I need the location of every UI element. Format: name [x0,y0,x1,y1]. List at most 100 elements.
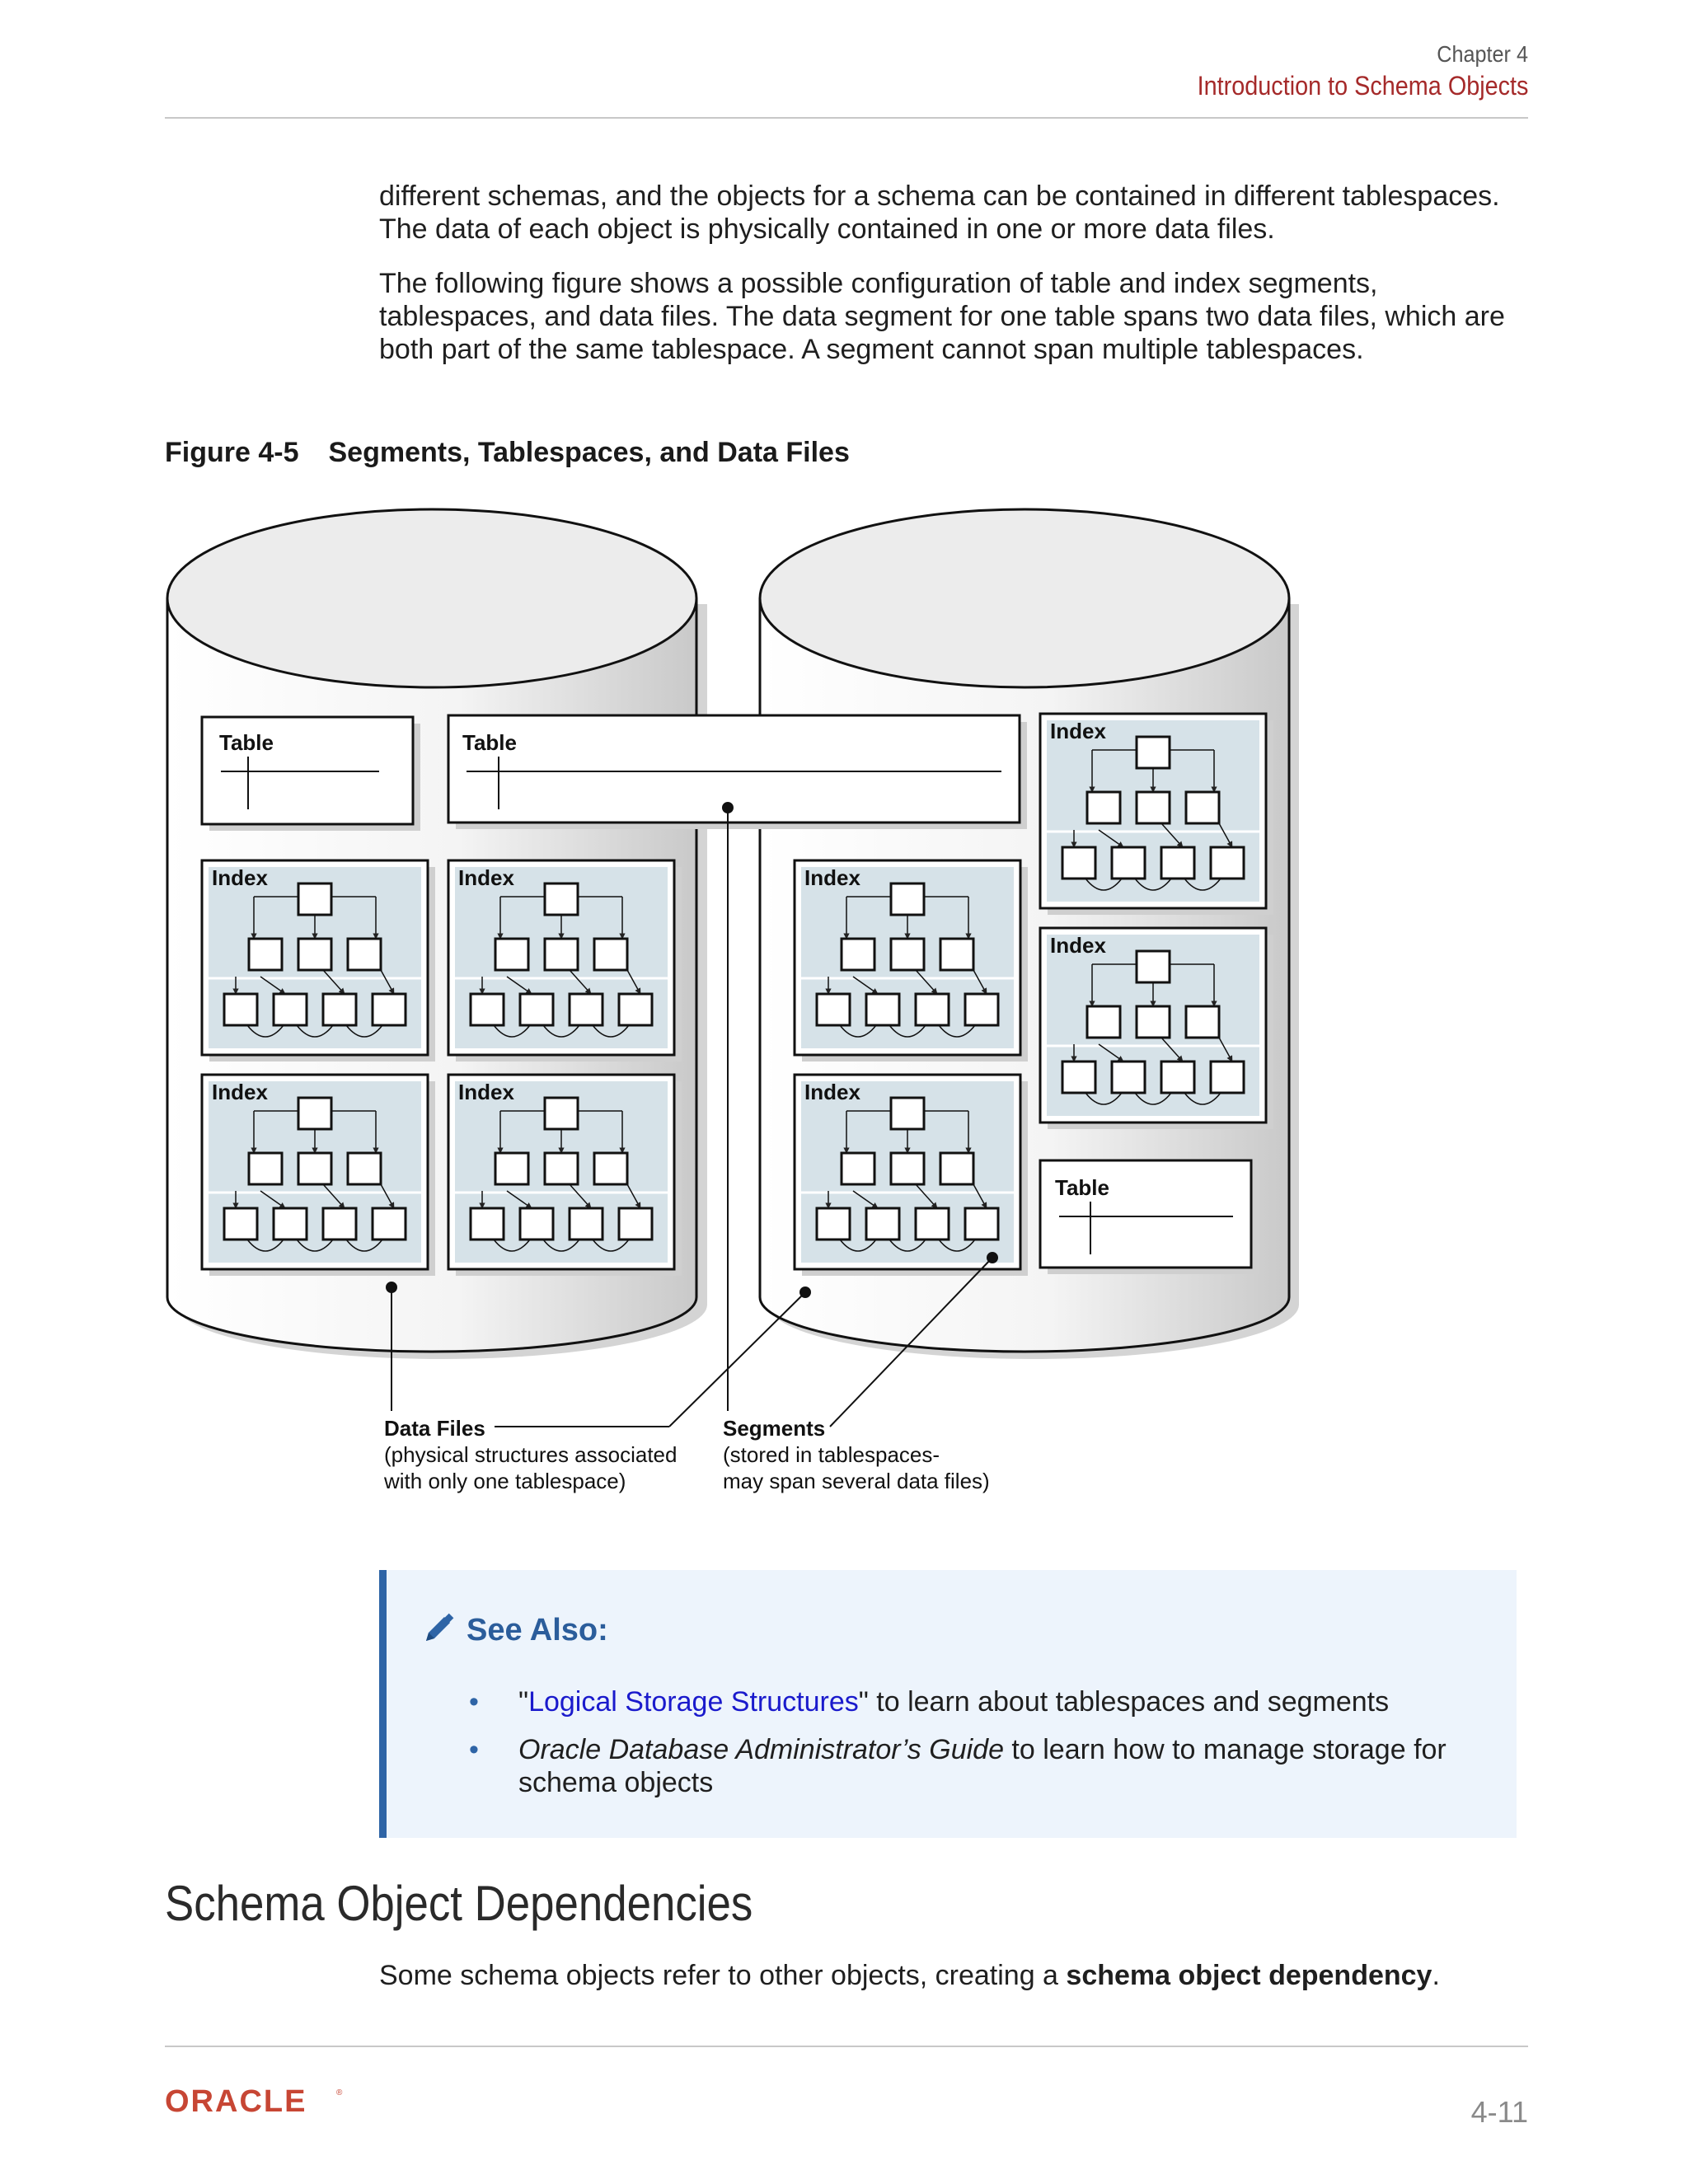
section-heading: Schema Object Dependencies [165,1876,753,1931]
bullet-icon: • [469,1686,479,1718]
svg-text:(stored in tablespaces-: (stored in tablespaces- [723,1442,940,1467]
index-root-node [1135,735,1171,770]
index-branch-node [247,1151,284,1186]
index-leaf-node [371,992,407,1027]
figure-number: Figure 4-5 [165,437,299,468]
list-item: • "Logical Storage Structures" to learn … [469,1686,1390,1718]
segments-callout-label: Segments (stored in tablespaces- may spa… [723,1416,990,1493]
index-leaf-node [865,992,901,1027]
svg-text:with only one tablespace): with only one tablespace) [383,1469,626,1493]
index-leaf-node [914,1207,950,1241]
index-leaf-node [223,1207,259,1241]
index-leaf-node [914,992,950,1027]
logical-storage-link[interactable]: Logical Storage Structures [528,1686,859,1718]
table-label: Table [219,730,274,755]
index-branch-node [297,1151,333,1186]
index-segment: Index [793,859,1028,1062]
section-paragraph: Some schema objects refer to other objec… [379,1960,1440,1991]
index-leaf-node [321,1207,358,1241]
index-root-node [543,1096,579,1131]
svg-text:ORACLE: ORACLE [165,2085,307,2118]
index-branch-node [889,1151,926,1186]
index-root-node [297,882,333,916]
list-item: • Oracle Database Administrator’s Guide … [469,1734,1447,1798]
svg-text:Segments: Segments [723,1416,825,1441]
index-leaf-node [1160,1060,1196,1094]
index-root-node [543,882,579,916]
page-number: 4-11 [1470,2095,1528,2129]
index-label: Index [804,865,860,890]
index-root-node [1135,949,1171,984]
table-segment-spanning: Table [447,714,1027,829]
index-label: Index [458,1080,514,1104]
index-label: Index [1050,719,1106,743]
svg-text:(physical structures associate: (physical structures associated [384,1442,677,1467]
index-root-node [889,1096,926,1131]
index-leaf-node [469,1207,505,1241]
index-leaf-node [617,1207,654,1241]
index-leaf-node [223,992,259,1027]
index-leaf-node [1209,846,1245,880]
index-leaf-node [865,1207,901,1241]
index-segment: Index [447,859,682,1062]
index-root-node [297,1096,333,1131]
table-segment-right: Table [1039,1159,1259,1274]
index-leaf-node [518,992,555,1027]
index-branch-node [494,1151,530,1186]
header-divider [165,117,1528,119]
index-leaf-node [568,992,604,1027]
chapter-title-link[interactable]: Introduction to Schema Objects [1197,71,1528,101]
index-branch-node [247,937,284,972]
pencil-icon [426,1613,454,1641]
index-branch-node [297,937,333,972]
index-leaf-node [272,1207,308,1241]
index-leaf-node [1061,846,1097,880]
see-also-note: See Also: • "Logical Storage Structures"… [379,1570,1517,1838]
index-branch-node [346,1151,382,1186]
index-segment: Index [200,1073,435,1276]
index-branch-node [840,1151,876,1186]
index-segment: Index [200,859,435,1062]
index-branch-node [1184,790,1221,825]
index-segment: Index [1039,926,1273,1129]
index-branch-node [346,937,382,972]
index-leaf-node [1110,846,1146,880]
index-branch-node [939,1151,975,1186]
index-segment: Index [1039,712,1273,915]
index-branch-node [1085,1005,1122,1039]
index-label: Index [804,1080,860,1104]
index-leaf-node [617,992,654,1027]
index-branch-node [593,1151,629,1186]
index-leaf-node [371,1207,407,1241]
index-label: Index [212,1080,268,1104]
index-label: Index [212,865,268,890]
index-branch-node [1135,1005,1171,1039]
figure-caption: Figure 4-5 Segments, Tablespaces, and Dat… [165,437,850,469]
oracle-logo: ORACLE ® [165,2085,343,2118]
index-branch-node [1184,1005,1221,1039]
admin-guide-reference: Oracle Database Administrator’s Guide [518,1734,1004,1765]
index-leaf-node [964,1207,1000,1241]
index-leaf-node [1061,1060,1097,1094]
figure-intro-paragraph: The following figure shows a possible co… [379,268,1505,365]
index-root-node [889,882,926,916]
index-leaf-node [1160,846,1196,880]
callout-lines [386,802,998,1427]
index-leaf-node [568,1207,604,1241]
index-leaf-node [1110,1060,1146,1094]
table-label: Table [1055,1175,1109,1200]
index-branch-node [543,937,579,972]
index-leaf-node [1209,1060,1245,1094]
figure-title: Segments, Tablespaces, and Data Files [328,437,850,468]
see-also-title: See Also: [467,1613,608,1647]
see-also-list: • "Logical Storage Structures" to learn … [387,1685,1491,1814]
index-branch-node [939,937,975,972]
index-branch-node [840,937,876,972]
index-label: Index [458,865,514,890]
index-leaf-node [518,1207,555,1241]
index-branch-node [1085,790,1122,825]
index-leaf-node [469,992,505,1027]
index-label: Index [1050,933,1106,958]
svg-text:®: ® [336,2088,343,2097]
